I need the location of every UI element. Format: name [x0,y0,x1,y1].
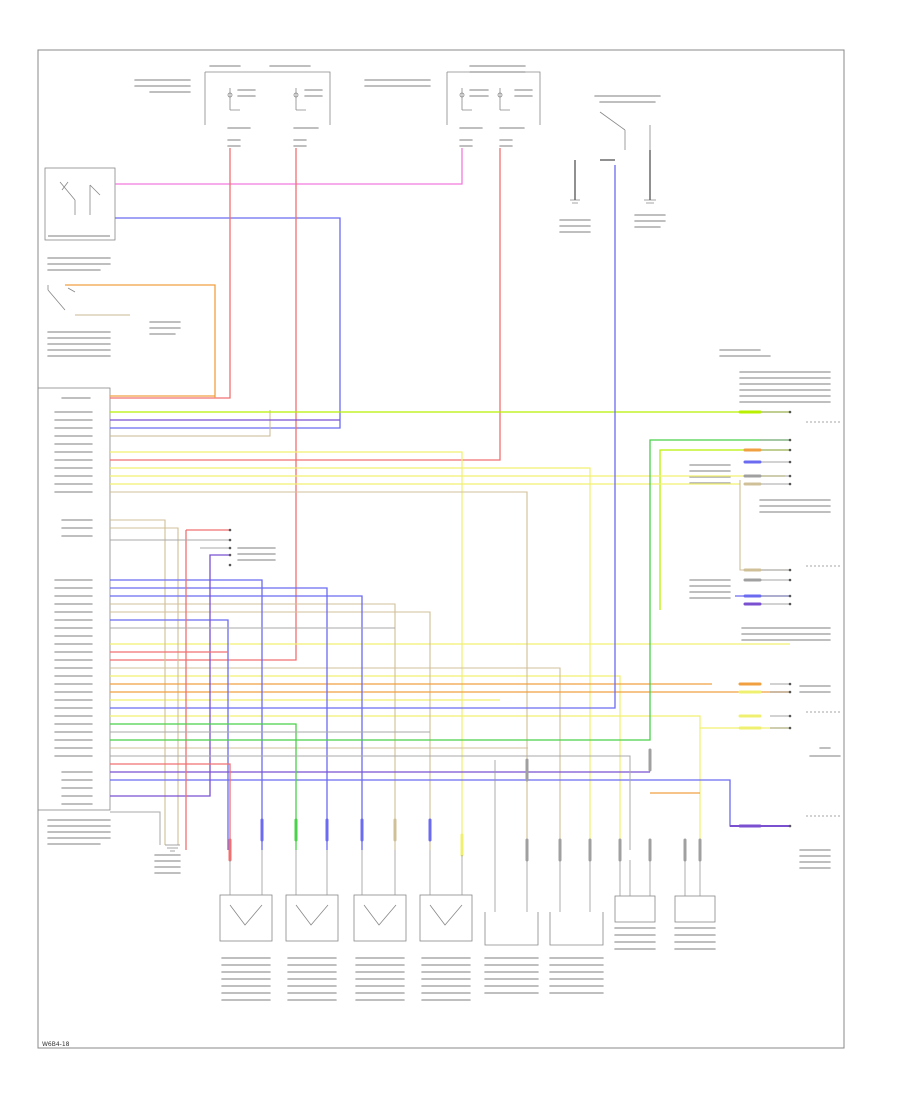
wheel-sensors [219,894,473,942]
diagram-frame [37,49,845,1049]
yaw-rate-sensors [614,895,716,923]
illegible-labels [47,65,841,874]
wire-tan-group [110,480,790,850]
wire-tan-brake [75,314,271,437]
wire-blue-group [110,165,790,850]
wire-red-fuse-b [110,148,297,661]
ground-wires [574,150,651,200]
fuse-box-right [446,71,541,125]
wire-red-group [110,529,231,850]
wire-blue-switch [110,217,341,429]
wire-orange-brake [65,284,216,398]
fuse-box-left [204,71,331,125]
wire-green-group [110,439,790,850]
ground-symbols [165,199,656,852]
connector-pins-right [228,410,792,828]
center-console-switch [44,167,116,241]
brake-light-switch [47,285,76,311]
component-labels-bottom [221,927,716,1001]
footer-code: W6B4-18 [42,1041,70,1048]
right-connectors [760,411,840,817]
wire-red-fuse-c [110,148,501,461]
wire-gray-group [110,539,631,850]
wire-pink-switch [115,148,463,185]
stability-control-module [37,387,111,811]
bottom-wire-drops [229,760,701,912]
wire-red-fuse-a [110,148,231,399]
wire-yellow-group [110,451,790,850]
ground-symbol-right [599,111,651,150]
bottom-wire-chips [228,748,702,862]
wheel-speed-sensors [484,912,604,946]
wire-label-chips [738,410,762,828]
